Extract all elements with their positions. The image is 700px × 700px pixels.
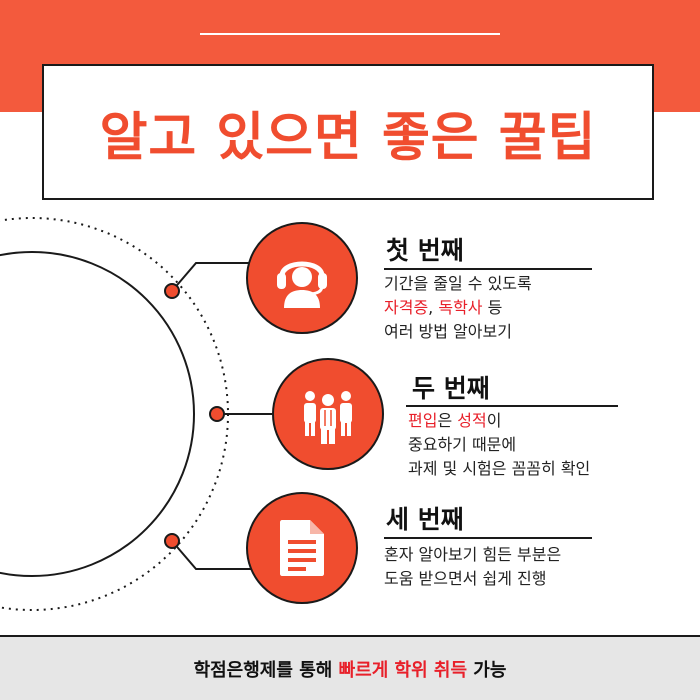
highlight-text: 편입 [408, 411, 438, 430]
body-text: , [428, 298, 439, 317]
item-1-line: 자격증, 독학사 등 [384, 296, 532, 320]
body-text: 과제 및 시험은 꼼꼼히 확인 [408, 459, 591, 478]
item-3-line: 혼자 알아보기 힘든 부분은 [384, 543, 561, 567]
highlight-text: 자격증 [384, 298, 429, 317]
item-3-title: 세 번째 [386, 505, 464, 534]
body-text: 중요하기 때문에 [408, 435, 517, 454]
body-text: 등 [482, 298, 503, 317]
connector-dot-3 [164, 533, 180, 549]
item-3-icon-circle [246, 492, 358, 604]
body-text: 이 [486, 411, 502, 430]
body-text: 도움 받으면서 쉽게 진행 [384, 569, 547, 588]
item-2-title: 두 번째 [412, 374, 490, 403]
item-1-icon-circle [246, 222, 358, 334]
item-2-line: 편입은 성적이 [408, 409, 590, 433]
item-1-rule [384, 268, 592, 270]
footer-banner: 학점은행제를 통해 빠르게 학위 취득 가능 [0, 635, 700, 700]
highlight-text: 성적 [457, 411, 487, 430]
item-3-rule [384, 537, 592, 539]
connector-dot-2 [209, 406, 225, 422]
top-decorative-line [200, 33, 500, 35]
title-box: 알고 있으면 좋은 꿀팁 [42, 64, 654, 200]
highlight-text: 독학사 [438, 298, 483, 317]
connector-line-1 [171, 262, 260, 292]
item-2-line: 중요하기 때문에 [408, 433, 590, 457]
item-1-line: 여러 방법 알아보기 [384, 320, 532, 344]
group-people-icon [304, 391, 352, 444]
item-2-line: 과제 및 시험은 꼼꼼히 확인 [408, 457, 590, 481]
headset-person-icon [277, 261, 327, 308]
item-3-line: 도움 받으면서 쉽게 진행 [384, 567, 561, 591]
footer-text: 학점은행제를 통해 [193, 659, 339, 681]
document-icon [280, 520, 324, 576]
footer-text: 가능 [467, 659, 507, 681]
page-title: 알고 있으면 좋은 꿀팁 [99, 107, 597, 168]
item-2-rule [406, 405, 618, 407]
body-text: 은 [437, 411, 458, 430]
item-1-title: 첫 번째 [386, 236, 464, 265]
item-2-icon-circle [272, 358, 384, 470]
connector-line-3 [171, 540, 260, 570]
connector-dot-1 [164, 283, 180, 299]
body-text: 여러 방법 알아보기 [384, 322, 512, 341]
large-circle-outline [0, 251, 195, 577]
footer-highlight: 빠르게 학위 취득 [338, 659, 468, 681]
item-1-line: 기간을 줄일 수 있도록 [384, 272, 532, 296]
body-text: 혼자 알아보기 힘든 부분은 [384, 545, 562, 564]
body-text: 기간을 줄일 수 있도록 [384, 274, 532, 293]
